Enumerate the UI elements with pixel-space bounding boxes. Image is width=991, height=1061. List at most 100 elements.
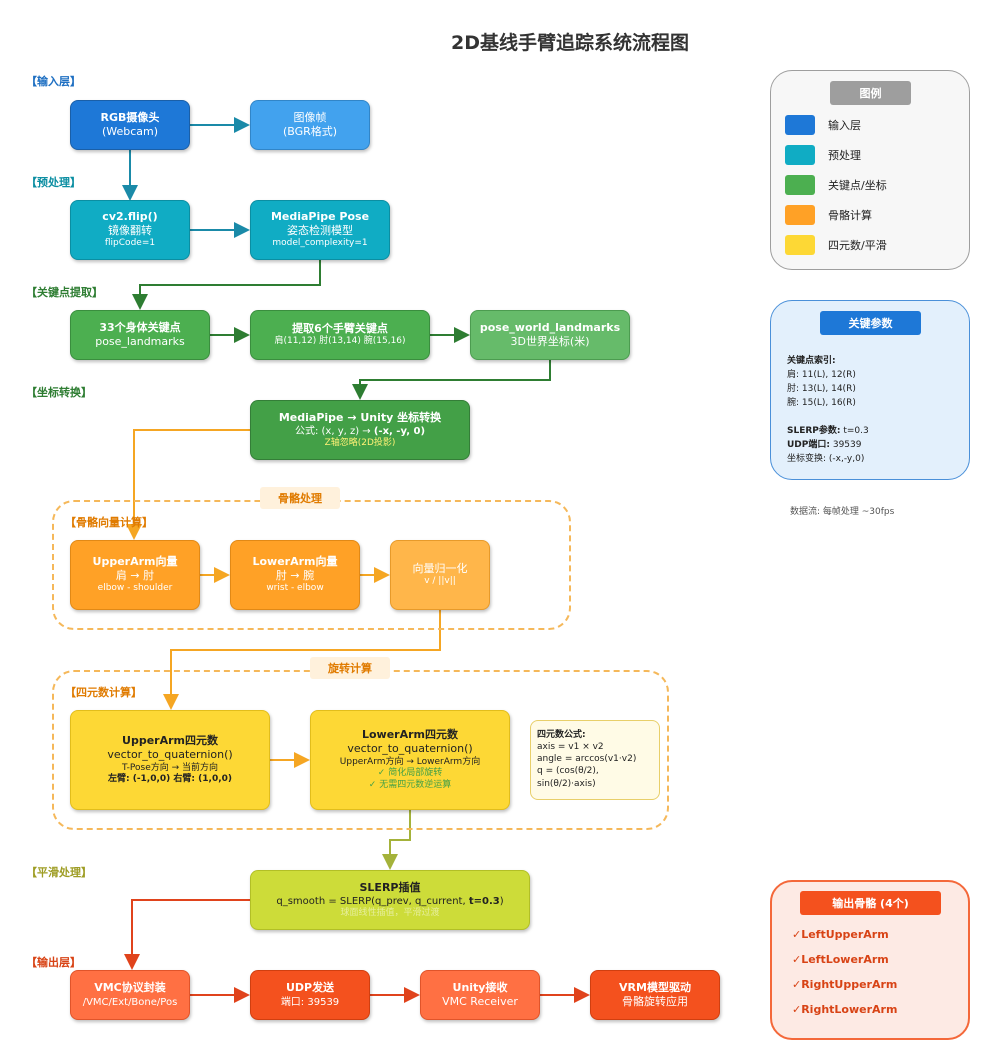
node-convert-formula: 公式: (x, y, z) → (-x, -y, 0) [294, 425, 426, 437]
node-rgb-camera[interactable]: RGB摄像头 (Webcam) [70, 100, 190, 150]
node-rgb-sub: (Webcam) [101, 125, 159, 138]
node-upper-vec-sub: 肩 → 肘 [115, 569, 155, 583]
node-slerp-title: SLERP插值 [359, 880, 421, 894]
group-tag-rotation: 旋转计算 [310, 657, 390, 679]
node-unity-title: Unity接收 [452, 980, 508, 994]
params-title: 关键参数 [820, 311, 921, 335]
node-slerp-interpolation[interactable]: SLERP插值 q_smooth = SLERP(q_prev, q_curre… [250, 870, 530, 930]
output-bone-right-upper: ✓RightUpperArm [792, 978, 898, 991]
params-index-title: 关键点索引: [787, 356, 836, 366]
params-coord: 坐标变换: (-x,-y,0) [787, 454, 865, 464]
node-vrm-sub: 骨骼旋转应用 [622, 995, 688, 1008]
node-arm-6-landmarks[interactable]: 提取6个手臂关键点 肩(11,12) 肘(13,14) 腕(15,16) [250, 310, 430, 360]
node-unity-sub: VMC Receiver [442, 995, 518, 1008]
node-vmc-protocol[interactable]: VMC协议封装 /VMC/Ext/Bone/Pos [70, 970, 190, 1020]
edge-mediapipe-body33 [132, 260, 321, 310]
params-slerp: SLERP参数: t=0.3 [787, 426, 869, 436]
node-frame-title: 图像帧 [293, 110, 327, 124]
params-elbow: 肘: 13(L), 14(R) [787, 384, 856, 394]
node-upperarm-quaternion[interactable]: UpperArm四元数 vector_to_quaternion() T-Pos… [70, 710, 270, 810]
edge-world-convert [352, 360, 551, 400]
params-wrist: 腕: 15(L), 16(R) [787, 398, 856, 408]
layer-label-transform: 【坐标转换】 [26, 386, 92, 399]
formula-line-axis: axis = v1 × v2 [537, 742, 604, 753]
node-upper-quat-title: UpperArm四元数 [122, 734, 218, 748]
node-cv2-flip[interactable]: cv2.flip() 镜像翻转 flipCode=1 [70, 200, 190, 260]
legend-swatch [785, 115, 815, 135]
node-lower-quat-detail: UpperArm方向 → LowerArm方向 [339, 756, 481, 767]
node-upperarm-vector[interactable]: UpperArm向量 肩 → 肘 elbow - shoulder [70, 540, 200, 610]
node-frame-sub: (BGR格式) [282, 125, 338, 138]
node-upper-vec-title: UpperArm向量 [92, 554, 178, 568]
node-slerp-formula: q_smooth = SLERP(q_prev, q_current, t=0.… [276, 895, 504, 907]
output-bone-left-upper: ✓LeftUpperArm [792, 928, 889, 941]
node-lower-vec-detail: wrist - elbow [266, 583, 324, 594]
legend-label: 骨骼计算 [828, 209, 872, 222]
layer-label-preprocess: 【预处理】 [26, 176, 81, 189]
node-lowerarm-quaternion[interactable]: LowerArm四元数 vector_to_quaternion() Upper… [310, 710, 510, 810]
node-lower-quat-check1: ✓ 简化局部旋转 [377, 768, 443, 779]
node-image-frame[interactable]: 图像帧 (BGR格式) [250, 100, 370, 150]
node-flip-sub: 镜像翻转 [108, 224, 152, 238]
node-lower-vec-sub: 肘 → 腕 [275, 569, 315, 583]
node-upper-quat-sub: vector_to_quaternion() [107, 748, 233, 762]
node-upper-vec-detail: elbow - shoulder [97, 583, 173, 594]
layer-label-bone-vector: 【骨骼向量计算】 [65, 516, 153, 529]
node-mediapipe-sub: 姿态检测模型 [287, 224, 353, 238]
legend-item-input: 输入层 [785, 115, 861, 135]
node-upper-quat-detail: T-Pose方向 → 当前方向 [121, 762, 219, 773]
legend-label: 输入层 [828, 119, 861, 132]
params-shoulder: 肩: 11(L), 12(R) [787, 370, 856, 380]
legend-label: 四元数/平滑 [828, 239, 887, 252]
node-arm6-title: 提取6个手臂关键点 [292, 322, 388, 335]
node-world-sub: 3D世界坐标(米) [510, 335, 590, 348]
formula-title: 四元数公式: [537, 730, 586, 740]
page-title: 2D基线手臂追踪系统流程图 [451, 32, 689, 54]
node-world-landmarks[interactable]: pose_world_landmarks 3D世界坐标(米) [470, 310, 630, 360]
edge-slerp-vmc [124, 899, 250, 970]
layer-label-output: 【输出层】 [26, 956, 81, 969]
legend-swatch [785, 235, 815, 255]
node-world-title: pose_world_landmarks [479, 320, 621, 334]
node-unity-receive[interactable]: Unity接收 VMC Receiver [420, 970, 540, 1020]
node-rgb-title: RGB摄像头 [100, 110, 160, 124]
node-body33-title: 33个身体关键点 [99, 320, 181, 334]
node-lower-quat-check2: ✓ 无需四元数逆运算 [368, 780, 452, 791]
params-udp: UDP端口: 39539 [787, 440, 862, 450]
node-normalize-detail: v / ||v|| [424, 576, 456, 587]
legend-label: 预处理 [828, 149, 861, 162]
legend-item-quaternion: 四元数/平滑 [785, 235, 887, 255]
node-lower-quat-title: LowerArm四元数 [361, 728, 458, 742]
node-mediapipe-pose[interactable]: MediaPipe Pose 姿态检测模型 model_complexity=1 [250, 200, 390, 260]
node-vmc-title: VMC协议封装 [94, 981, 166, 995]
legend-swatch [785, 175, 815, 195]
node-normalize-title: 向量归一化 [412, 562, 468, 575]
node-mediapipe-title: MediaPipe Pose [270, 209, 370, 223]
node-convert-title: MediaPipe → Unity 坐标转换 [278, 410, 442, 424]
node-udp-sub: 端口: 39539 [280, 996, 340, 1008]
legend-swatch [785, 145, 815, 165]
node-lower-vec-title: LowerArm向量 [252, 554, 338, 568]
layer-label-quaternion: 【四元数计算】 [65, 686, 142, 699]
node-body33-sub: pose_landmarks [95, 335, 185, 348]
node-coordinate-convert[interactable]: MediaPipe → Unity 坐标转换 公式: (x, y, z) → (… [250, 400, 470, 460]
node-vrm-driver[interactable]: VRM模型驱动 骨骼旋转应用 [590, 970, 720, 1020]
node-udp-title: UDP发送 [285, 981, 335, 995]
layer-label-keypoints: 【关键点提取】 [26, 286, 103, 299]
legend-title: 图例 [830, 81, 911, 105]
node-vrm-title: VRM模型驱动 [619, 980, 691, 994]
node-lower-quat-sub: vector_to_quaternion() [347, 742, 473, 756]
node-vector-normalize[interactable]: 向量归一化 v / ||v|| [390, 540, 490, 610]
legend-swatch [785, 205, 815, 225]
layer-label-smoothing: 【平滑处理】 [26, 866, 92, 879]
node-mediapipe-detail: model_complexity=1 [272, 238, 368, 249]
node-arm6-detail: 肩(11,12) 肘(13,14) 腕(15,16) [274, 336, 406, 347]
node-body-33-landmarks[interactable]: 33个身体关键点 pose_landmarks [70, 310, 210, 360]
node-flip-detail: flipCode=1 [104, 238, 156, 249]
node-udp-send[interactable]: UDP发送 端口: 39539 [250, 970, 370, 1020]
dataflow-note: 数据流: 每帧处理 ~30fps [790, 507, 895, 517]
legend-item-keypoints: 关键点/坐标 [785, 175, 887, 195]
node-lowerarm-vector[interactable]: LowerArm向量 肘 → 腕 wrist - elbow [230, 540, 360, 610]
legend-item-preprocess: 预处理 [785, 145, 861, 165]
legend-item-bone: 骨骼计算 [785, 205, 872, 225]
